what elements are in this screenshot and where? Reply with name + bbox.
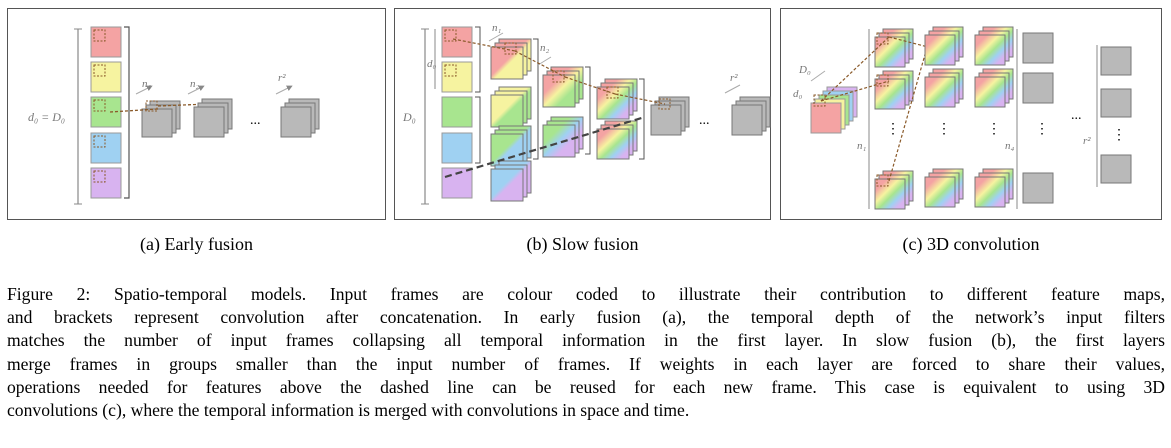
d0-label: d₀ bbox=[793, 88, 803, 100]
output-column bbox=[1100, 46, 1132, 184]
caption-line: matches the number of input frames colla… bbox=[7, 330, 1165, 351]
r2-label: r² bbox=[730, 72, 738, 84]
output-stack bbox=[731, 96, 771, 136]
frame-purple bbox=[90, 167, 122, 199]
ellipsis: ... bbox=[250, 113, 261, 128]
layer3-stack bbox=[596, 78, 638, 160]
d0-label: d₀ bbox=[427, 58, 437, 70]
vdots-2: ⋮ bbox=[937, 122, 951, 137]
frame-red bbox=[90, 26, 122, 58]
early-fusion-diagram: d₀ = D₀ bbox=[28, 26, 320, 205]
conv-column-2 bbox=[924, 26, 964, 208]
input-frames bbox=[90, 26, 122, 199]
depth-label: d₀ = D₀ bbox=[28, 110, 65, 124]
input-frames bbox=[441, 26, 473, 199]
n4-label: n₄ bbox=[1005, 140, 1015, 152]
conv-column-1 bbox=[874, 28, 914, 210]
caption-line: operations needed for features above the… bbox=[7, 376, 1165, 397]
layer2-stacks bbox=[542, 66, 584, 158]
3d-convolution-diagram: D₀ d₀ ⋮ n₁ ⋮ ⋮ bbox=[793, 26, 1132, 210]
gray-column bbox=[1022, 32, 1054, 204]
ellipsis: ... bbox=[699, 113, 710, 128]
conv-column-3 bbox=[974, 26, 1014, 208]
caption-line: and brackets represent convolution after… bbox=[7, 307, 1165, 328]
panel-3d-convolution: D₀ d₀ ⋮ n₁ ⋮ ⋮ bbox=[780, 8, 1162, 220]
n1-label: n₁ bbox=[492, 22, 502, 34]
n2-label: n₂ bbox=[540, 42, 550, 54]
panel-slow-fusion: D₀ d₀ bbox=[394, 8, 771, 220]
slow-fusion-diagram: D₀ d₀ bbox=[402, 22, 771, 205]
frame-blue bbox=[90, 132, 122, 164]
subcaption-early-fusion: (a) Early fusion bbox=[140, 234, 253, 254]
r2-label: r² bbox=[278, 72, 286, 84]
vdots-4: ⋮ bbox=[1035, 122, 1049, 137]
feature-stack-2 bbox=[193, 98, 233, 138]
D0-label: D₀ bbox=[798, 64, 811, 76]
subcaption-slow-fusion: (b) Slow fusion bbox=[526, 234, 639, 254]
frame-yellow bbox=[90, 61, 122, 93]
caption-line: merge frames in groups smaller than the … bbox=[7, 353, 1165, 374]
subcaption-3d-convolution: (c) 3D convolution bbox=[902, 234, 1040, 254]
r2-label: r² bbox=[1083, 135, 1091, 147]
feature-stack-r bbox=[280, 98, 320, 138]
vdots-3: ⋮ bbox=[987, 122, 1001, 137]
concat-bracket bbox=[124, 26, 130, 199]
layer4-stack bbox=[650, 96, 690, 136]
n1-label: n₁ bbox=[142, 78, 152, 90]
n2-label: n₂ bbox=[190, 78, 200, 90]
ellipsis: ... bbox=[1071, 108, 1082, 123]
caption-line: Figure 2: Spatio-temporal models. Input … bbox=[7, 284, 1165, 304]
layer1-stacks bbox=[490, 38, 532, 202]
caption-line: convolutions (c), where the temporal inf… bbox=[7, 400, 690, 421]
figure-caption: Figure 2: Spatio-temporal models. Input … bbox=[7, 283, 1165, 422]
D0-label: D₀ bbox=[402, 110, 416, 124]
panel-early-fusion: d₀ = D₀ bbox=[7, 8, 386, 220]
vdots-1: ⋮ bbox=[886, 122, 900, 137]
reuse-dashed-line bbox=[444, 115, 646, 179]
n1-label: n₁ bbox=[857, 140, 867, 152]
vdots-5: ⋮ bbox=[1112, 128, 1126, 143]
input-volume bbox=[810, 86, 858, 134]
